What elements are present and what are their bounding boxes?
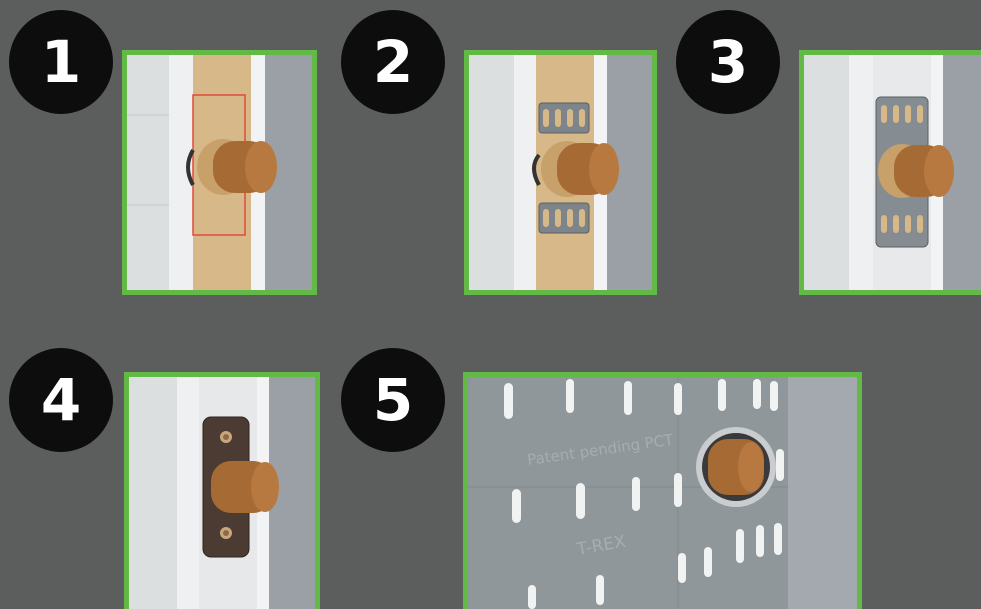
step-2-image (464, 50, 657, 295)
step-1-illustration (127, 55, 312, 290)
step-badge-5: 5 (341, 348, 445, 452)
step-1-image (122, 50, 317, 295)
step-4-image (124, 372, 320, 609)
step-3-image (799, 50, 981, 295)
step-2-illustration (469, 55, 652, 290)
step-5-illustration: Patent pending PCT T-REX (468, 377, 857, 609)
step-badge-4: 4 (9, 348, 113, 452)
step-3-illustration (804, 55, 981, 290)
step-badge-2: 2 (341, 10, 445, 114)
step-5-image: Patent pending PCT T-REX (463, 372, 862, 609)
step-badge-3: 3 (676, 10, 780, 114)
step-badge-1: 1 (9, 10, 113, 114)
step-4-illustration (129, 377, 315, 609)
